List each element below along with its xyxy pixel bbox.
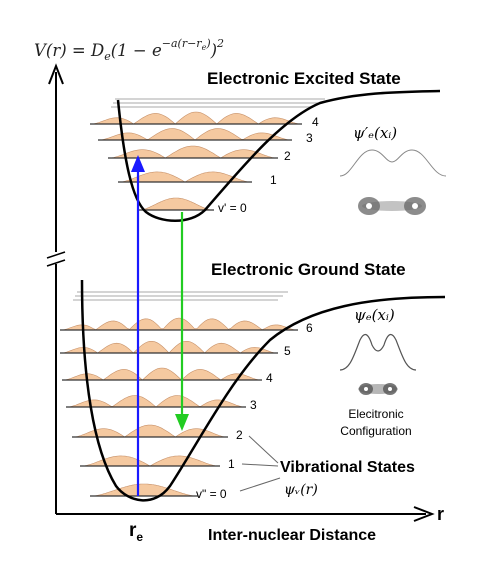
wavefunction-envelope bbox=[73, 424, 227, 438]
y-axis-break-2 bbox=[46, 259, 66, 267]
excited-potential-curve bbox=[116, 89, 441, 222]
excited-level-4-label: v' = 0 bbox=[218, 201, 247, 215]
psi-excited-label: ψ′ₑ(xᵢ) bbox=[353, 124, 397, 142]
excited-level-1-label: 3 bbox=[306, 131, 313, 145]
vibrational-states-label: Vibrational States bbox=[280, 459, 415, 476]
axes bbox=[46, 63, 435, 522]
ground-level-1-label: 5 bbox=[284, 344, 291, 358]
ground-level-2-label: 4 bbox=[266, 371, 273, 385]
wavefunction-envelope bbox=[91, 111, 301, 125]
morse-potential-formula: V(r) = De(1 − e−a(r−re))2 bbox=[34, 37, 224, 63]
ground-level-6-label: v" = 0 bbox=[196, 487, 227, 501]
ground-electron-cloud-icon bbox=[358, 383, 398, 395]
r-e-label: re bbox=[129, 520, 143, 544]
ground-state-title: Electronic Ground State bbox=[211, 260, 406, 279]
excited-level-3-label: 1 bbox=[270, 173, 277, 187]
ground-potential-curve bbox=[80, 279, 446, 502]
ground-level-3-label: 3 bbox=[250, 398, 257, 412]
ground-level-4-label: 2 bbox=[236, 428, 243, 442]
electronic-config-label-line2: Configuration bbox=[340, 424, 411, 438]
r-axis-label: r bbox=[437, 504, 444, 524]
ground-level-0-label: 6 bbox=[306, 321, 313, 335]
y-axis-arrowhead bbox=[48, 63, 64, 85]
wavefunction-envelope bbox=[61, 317, 297, 331]
ground-dissociation-lines bbox=[73, 291, 288, 301]
emission-arrow bbox=[175, 212, 189, 431]
ground-vibrational-levels: 6 543 2 1 v" = 0 bbox=[60, 317, 313, 501]
psi-ground-label: ψₑ(xᵢ) bbox=[354, 306, 395, 324]
wavefunction-envelope bbox=[109, 145, 277, 159]
wavefunction-envelope bbox=[91, 483, 197, 497]
ground-level-5-label: 1 bbox=[228, 457, 235, 471]
excited-level-0-label: 4 bbox=[312, 115, 319, 129]
psi-excited-plot bbox=[339, 149, 447, 177]
wavefunction-envelope bbox=[67, 395, 245, 408]
vibrational-callout-lines bbox=[239, 435, 281, 492]
electronic-config-label-line1: Elecitronic bbox=[348, 407, 403, 421]
wavefunction-envelope bbox=[61, 341, 277, 354]
psi-ground-plot bbox=[339, 334, 417, 371]
wavefunction-envelope bbox=[139, 197, 213, 211]
excited-state-title: Electronic Excited State bbox=[207, 69, 401, 88]
excited-dissociation-lines bbox=[111, 98, 325, 108]
excited-vibrational-levels: 4 3 21 v' = 0 bbox=[90, 111, 319, 215]
wavefunction-envelope bbox=[63, 367, 261, 381]
x-axis-arrowhead bbox=[413, 506, 435, 522]
wavefunction-envelope bbox=[99, 128, 291, 141]
excited-level-2-label: 2 bbox=[284, 149, 291, 163]
excited-electron-cloud-icon bbox=[358, 197, 426, 215]
psi-v-label: ψᵥ(r) bbox=[284, 482, 318, 498]
y-axis-break-1 bbox=[46, 251, 66, 259]
x-axis-label: Inter-nuclear Distance bbox=[208, 527, 376, 544]
absorption-arrow bbox=[131, 155, 145, 496]
